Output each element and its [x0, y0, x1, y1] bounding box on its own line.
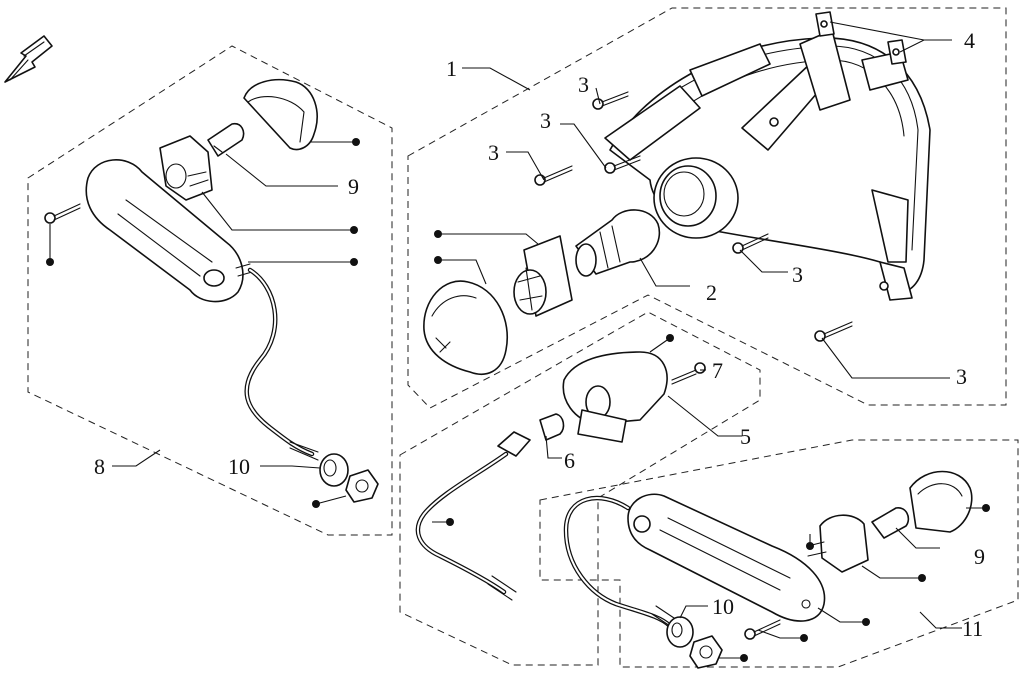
screw — [671, 362, 706, 385]
callout-7: 7 — [712, 358, 723, 383]
bulb-socket — [513, 235, 573, 317]
grommet — [666, 616, 694, 648]
reference-dots — [46, 138, 990, 662]
callout-3: 3 — [792, 262, 803, 287]
screw — [592, 91, 629, 110]
callout-2: 2 — [706, 280, 717, 305]
direction-arrow-icon — [4, 35, 53, 83]
callout-4: 4 — [964, 28, 975, 53]
left-turn-signal-arm — [85, 159, 253, 303]
callout-11: 11 — [962, 616, 983, 641]
right-turn-signal-socket — [807, 514, 869, 573]
headlamp-bulb — [575, 209, 661, 277]
group-outline-tail-lamp — [399, 311, 761, 666]
left-turn-signal-wire — [244, 267, 319, 461]
right-turn-signal-lens — [909, 470, 973, 533]
callout-3: 3 — [578, 72, 589, 97]
clip-nut — [887, 39, 907, 65]
leader-lines — [49, 21, 986, 659]
grommet — [319, 453, 349, 487]
clip-nut — [815, 11, 835, 37]
callout-labels: 1 2 3 3 3 3 3 4 5 6 7 8 9 9 10 10 11 — [94, 28, 985, 641]
callout-8: 8 — [94, 454, 105, 479]
callout-10: 10 — [712, 594, 734, 619]
group-outline-left-turn-signal — [27, 45, 393, 536]
left-turn-signal-socket — [159, 135, 213, 201]
callout-6: 6 — [564, 448, 575, 473]
nut — [345, 469, 379, 503]
screw — [44, 203, 81, 224]
left-turn-signal-lens — [243, 78, 318, 151]
callout-3: 3 — [956, 364, 967, 389]
nut — [689, 635, 723, 669]
callout-1: 1 — [446, 56, 457, 81]
socket-cover — [423, 280, 508, 375]
callout-5: 5 — [740, 424, 751, 449]
right-turn-signal-bulb — [871, 507, 910, 539]
headlamp-housing — [604, 29, 931, 301]
tail-lamp-body — [562, 351, 668, 443]
callout-3: 3 — [488, 140, 499, 165]
left-turn-signal-bulb — [207, 122, 245, 157]
callout-3: 3 — [540, 108, 551, 133]
tail-lamp-wire — [415, 431, 531, 601]
group-outline-headlamp — [407, 7, 1007, 409]
callout-9: 9 — [974, 544, 985, 569]
callout-10: 10 — [228, 454, 250, 479]
group-outline-right-turn-signal — [539, 439, 1019, 668]
right-turn-signal-arm — [627, 493, 826, 622]
screw — [604, 155, 641, 174]
tail-lamp-bulb — [539, 413, 565, 441]
group-outlines — [27, 7, 1019, 668]
screw — [814, 321, 853, 342]
screw — [534, 165, 573, 186]
callout-9: 9 — [348, 174, 359, 199]
